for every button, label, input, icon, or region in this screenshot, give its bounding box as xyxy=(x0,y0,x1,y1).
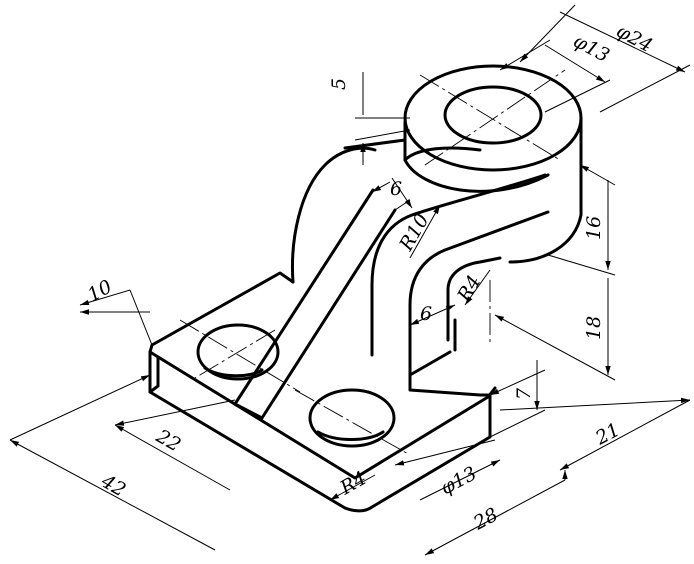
dim-R4-upper: R4 xyxy=(453,272,486,307)
base-top-face-edge xyxy=(148,271,497,480)
dim-6-rib: 6 xyxy=(390,178,402,200)
dim-28: 28 xyxy=(469,504,502,535)
dim-18: 18 xyxy=(583,316,605,340)
hole-front-inner xyxy=(316,430,385,441)
dim-R10: R10 xyxy=(395,210,434,255)
support-web-side xyxy=(446,256,502,342)
dim-phi13-top: φ13 xyxy=(570,30,613,67)
hole-left-centerline xyxy=(179,319,301,393)
boss-sides xyxy=(403,116,583,264)
dim-6-web: 6 xyxy=(420,303,432,325)
support-web xyxy=(408,210,550,387)
hole-front xyxy=(308,388,396,448)
hole-axis xyxy=(194,329,276,379)
base-plate xyxy=(148,271,497,513)
base-right-top-edge xyxy=(408,350,492,397)
hole-front-centerline xyxy=(294,389,411,456)
boss-bore xyxy=(443,85,543,145)
hole-left-inner xyxy=(203,366,264,378)
rib-edges xyxy=(233,188,397,420)
base-holes xyxy=(179,319,411,456)
dim-phi13-bottom: φ13 xyxy=(437,462,480,499)
base-front-face xyxy=(148,350,492,513)
hole-left xyxy=(196,323,280,381)
dim-phi24: φ24 xyxy=(613,20,656,57)
rib xyxy=(233,188,397,420)
dim-7: 7 xyxy=(513,387,535,400)
boss-centerline-a xyxy=(419,74,561,161)
dim-21: 21 xyxy=(591,419,624,450)
dim-10: 10 xyxy=(84,276,116,307)
support-top-edge xyxy=(343,138,407,150)
dim-5: 5 xyxy=(328,78,350,90)
boss-bottom-arc xyxy=(403,146,482,162)
dim-22: 22 xyxy=(152,425,185,457)
dim-42: 42 xyxy=(97,470,130,502)
dim-16: 16 xyxy=(583,216,605,240)
